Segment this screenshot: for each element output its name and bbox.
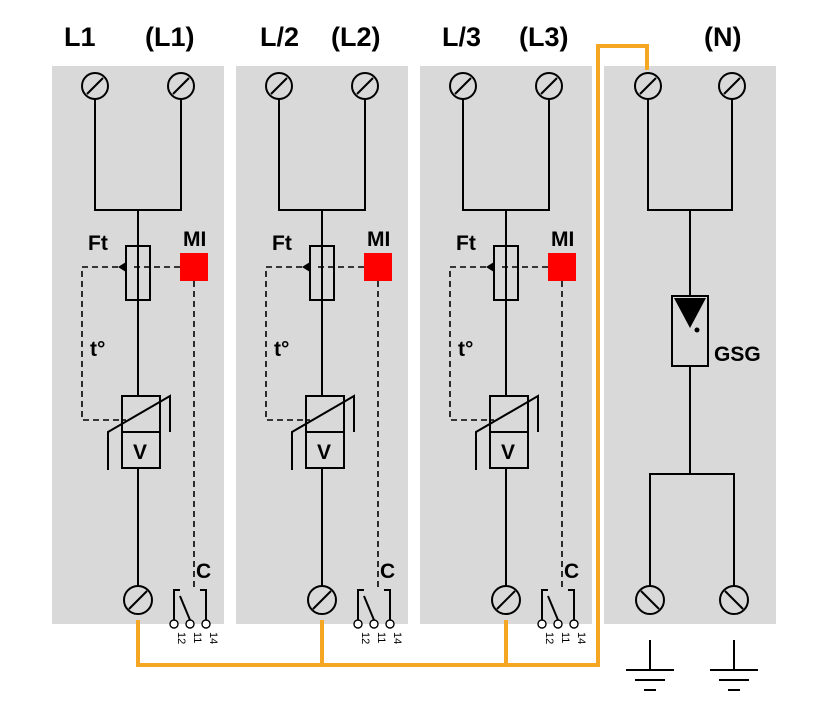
thermal-label: t°	[274, 338, 289, 361]
terminal-14: 14	[391, 632, 403, 644]
gsg-triangle	[674, 298, 706, 328]
indicator-label: MI	[367, 228, 390, 251]
contact-symbol	[169, 589, 211, 629]
terminal-bottom-right	[719, 585, 749, 615]
thermal-label: t°	[458, 338, 473, 361]
module-n-panel	[604, 66, 776, 624]
contact-label: C	[564, 560, 579, 583]
terminal-12: 12	[543, 632, 555, 644]
contact-label: C	[196, 560, 211, 583]
terminal-12: 12	[175, 632, 187, 644]
orange-connection-wire	[136, 44, 649, 667]
fuse-label: Ft	[456, 232, 476, 255]
terminal-bottom	[307, 585, 337, 615]
contact-symbol	[353, 589, 395, 629]
contact-symbol	[537, 589, 579, 629]
header-l2: L/2	[260, 22, 299, 52]
phase-module-1: Ft MI t° V C 12 11	[81, 72, 219, 644]
ground-icon-left	[626, 640, 674, 691]
header-n: (N)	[704, 22, 741, 52]
terminal-14: 14	[575, 632, 587, 644]
fuse-label: Ft	[88, 232, 108, 255]
terminal-14: 14	[207, 632, 219, 644]
phase-module-3: Ft MI t° V C 12 11 14	[449, 72, 587, 644]
indicator-mi	[364, 253, 392, 281]
gsg-label: GSG	[714, 343, 761, 366]
fuse-label: Ft	[272, 232, 292, 255]
header-l1-paren: (L1)	[145, 22, 195, 52]
ground-icon-right	[710, 640, 758, 691]
neutral-module: GSG	[634, 72, 761, 615]
terminal-11: 11	[559, 632, 571, 643]
terminal-12: 12	[359, 632, 371, 644]
indicator-mi	[180, 253, 208, 281]
indicator-label: MI	[183, 228, 206, 251]
indicator-mi	[548, 253, 576, 281]
header-l3: L/3	[442, 22, 481, 52]
header-l3-paren: (L3)	[519, 22, 569, 52]
terminal-bottom	[123, 585, 153, 615]
terminal-bottom-left	[635, 585, 665, 615]
header-l2-paren: (L2)	[331, 22, 381, 52]
contact-label: C	[380, 560, 395, 583]
thermal-label: t°	[90, 338, 105, 361]
terminal-bottom	[491, 585, 521, 615]
header-l1: L1	[64, 22, 96, 52]
terminal-11: 11	[191, 632, 203, 643]
terminal-11: 11	[375, 632, 387, 643]
indicator-label: MI	[551, 228, 574, 251]
varistor-label: V	[317, 441, 331, 464]
varistor-label: V	[133, 441, 147, 464]
varistor-label: V	[501, 441, 515, 464]
phase-module-2: Ft MI t° V C 12 11 14	[265, 72, 403, 644]
